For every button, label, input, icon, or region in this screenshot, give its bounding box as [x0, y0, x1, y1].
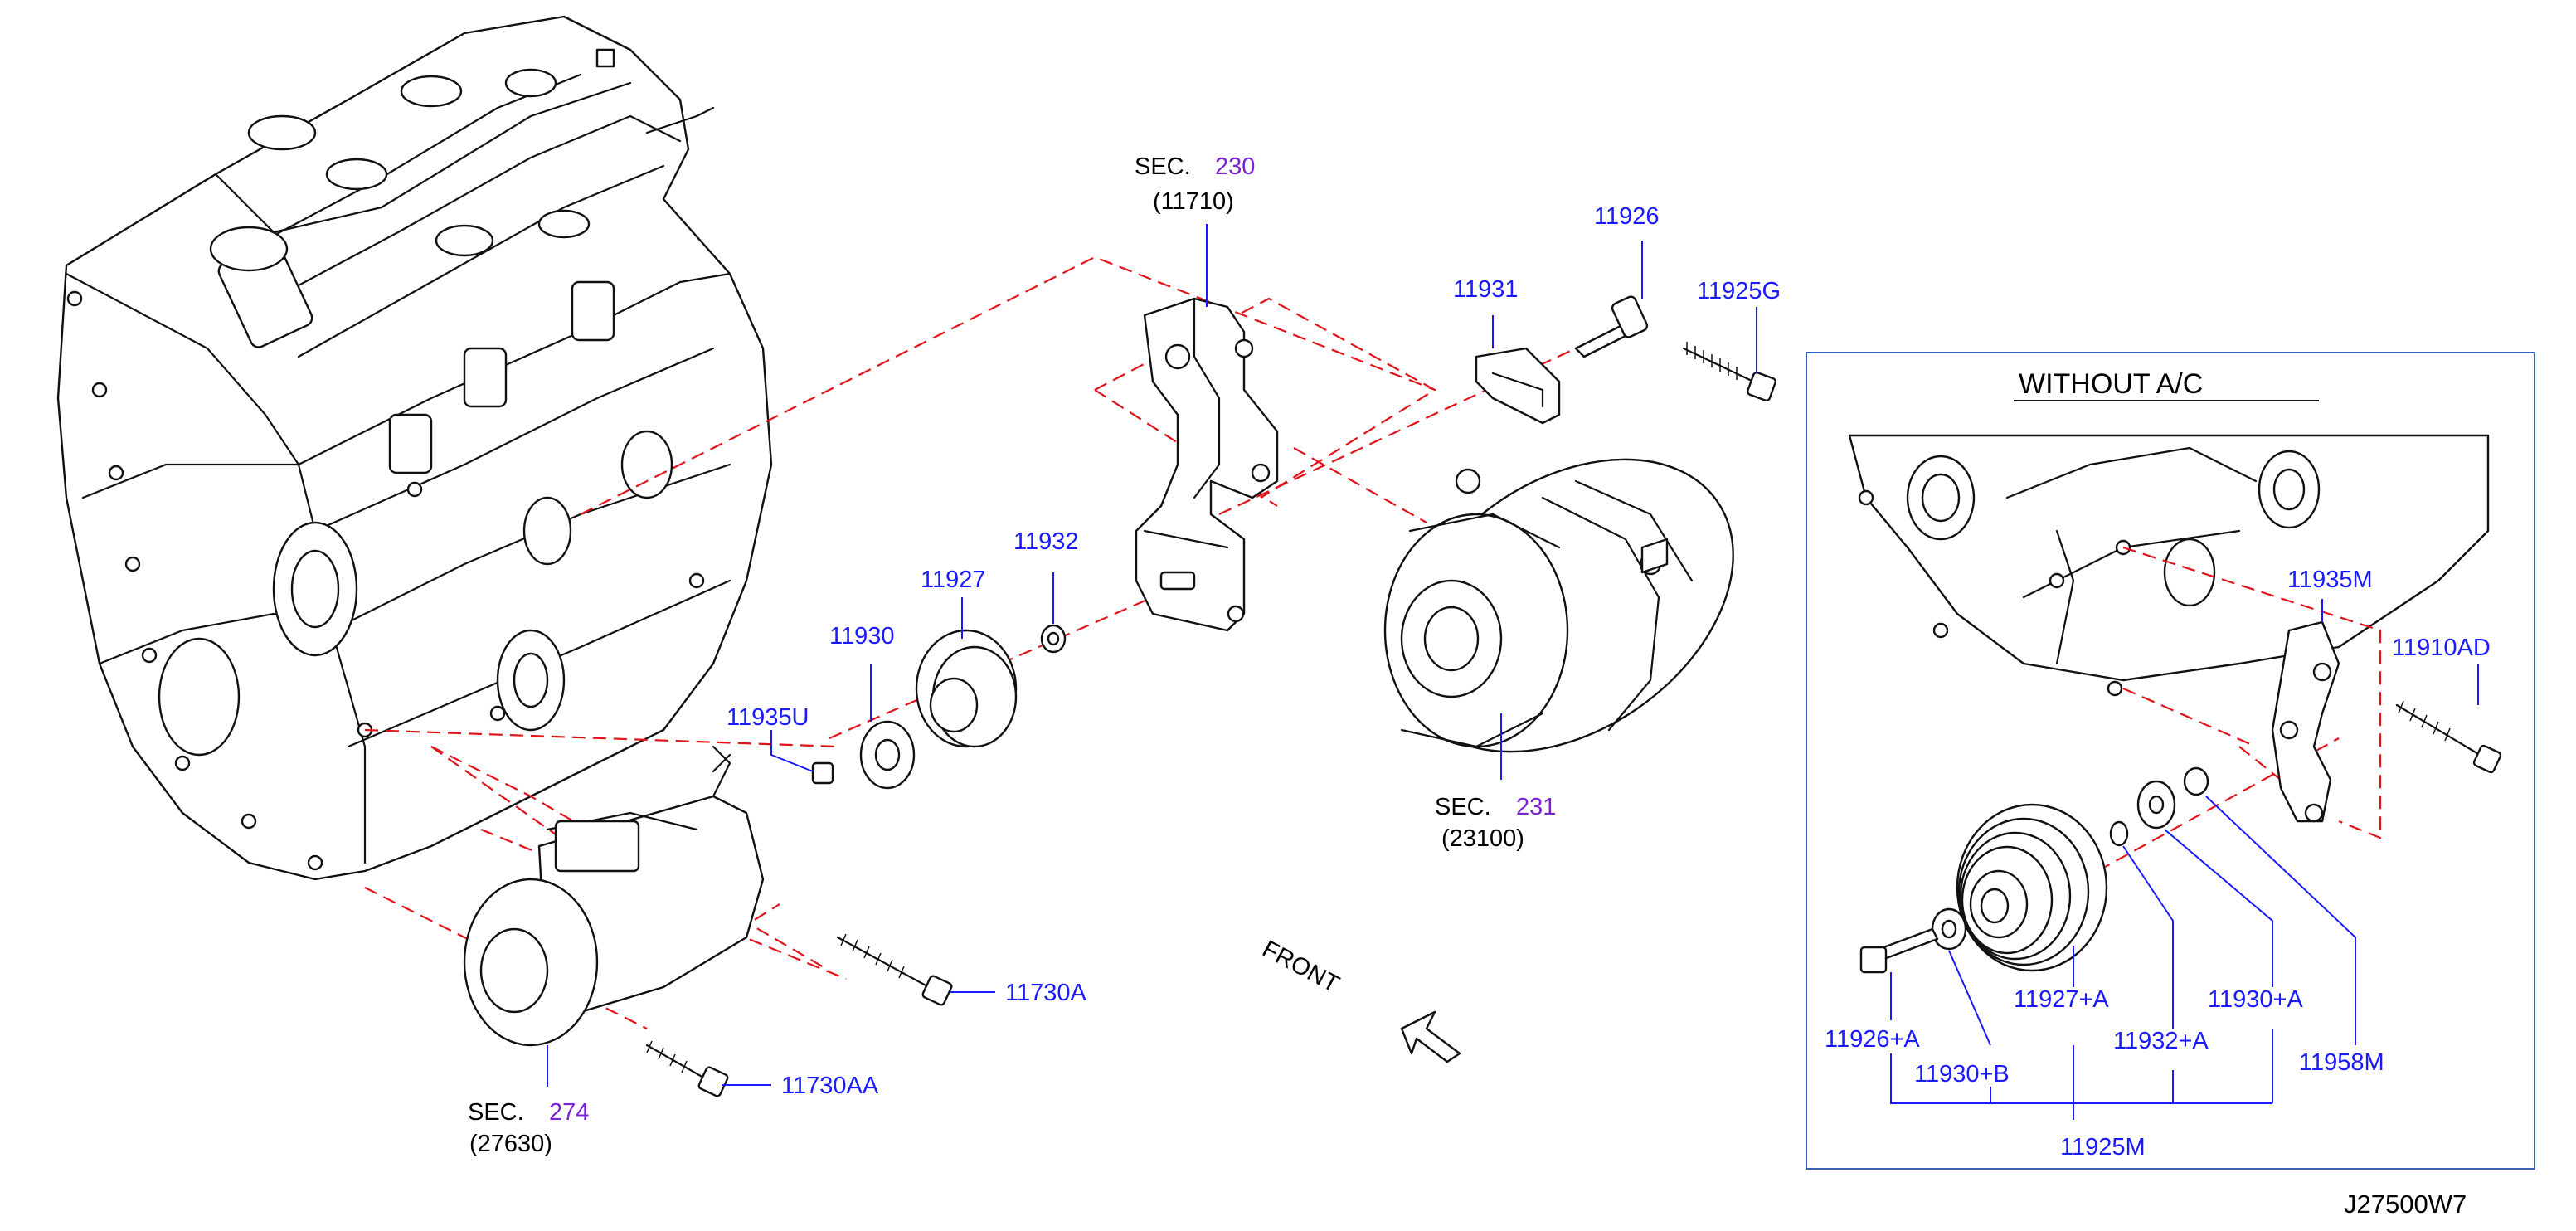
- inset-washer-11932A-drawing: [2109, 820, 2129, 847]
- part-11935U[interactable]: 11935U: [727, 704, 809, 731]
- sec230-number[interactable]: 230: [1215, 153, 1255, 180]
- sec274-number[interactable]: 274: [549, 1099, 589, 1126]
- part-11910AD[interactable]: 11910AD: [2392, 635, 2491, 661]
- part-11930[interactable]: 11930: [829, 623, 895, 650]
- inset-bracket-drawing: [2271, 620, 2340, 823]
- plate-11931-drawing: [1475, 347, 1561, 425]
- inset-bolt-11926A-drawing: [1859, 927, 1939, 974]
- bolt-11926-drawing: [1574, 295, 1649, 358]
- sec231-code: (23100): [1441, 825, 1524, 852]
- part-11730A[interactable]: 11730A: [1005, 980, 1086, 1006]
- ac-compressor-drawing: [463, 745, 765, 1047]
- diagram-id: J27500W7: [2344, 1190, 2467, 1219]
- sec230-label: SEC.: [1135, 153, 1191, 180]
- bolt-11730AA-drawing: [645, 1040, 729, 1097]
- sec230-code: (11710): [1153, 188, 1234, 215]
- part-11925G[interactable]: 11925G: [1697, 278, 1781, 304]
- inset-without-ac: [1806, 352, 2535, 1170]
- engine-block-drawing: [56, 15, 773, 881]
- part-11932[interactable]: 11932: [1013, 528, 1079, 555]
- front-arrow-icon: [1400, 1010, 1461, 1063]
- leader-lines: [547, 224, 1757, 1087]
- sec274-code: (27630): [469, 1131, 552, 1157]
- inset-bolt-11910AD-drawing: [2395, 700, 2502, 774]
- part-11935M[interactable]: 11935M: [2287, 567, 2373, 593]
- alternator-bracket-drawing: [1135, 297, 1279, 632]
- inset-washer-11958M-drawing: [2183, 766, 2209, 796]
- inset-title: WITHOUT A/C: [2019, 368, 2203, 400]
- bolt-11730A-drawing: [836, 933, 953, 1006]
- part-11926[interactable]: 11926: [1594, 203, 1660, 230]
- inset-pulley-drawing: [1956, 803, 2108, 972]
- inset-engine-drawing: [1848, 434, 2490, 697]
- part-11925M[interactable]: 11925M: [2060, 1134, 2146, 1160]
- idler-pulley-drawing: [811, 624, 1067, 790]
- part-11930B[interactable]: 11930+B: [1914, 1061, 2010, 1087]
- bolt-11925G-drawing: [1682, 342, 1777, 402]
- part-11926A[interactable]: 11926+A: [1825, 1026, 1920, 1053]
- front-label: FRONT: [1258, 936, 1344, 998]
- sec231-label: SEC.: [1435, 794, 1491, 820]
- labels: SEC. 230 (11710) 11926 11931 11925G 1193…: [468, 153, 2491, 1219]
- part-11927[interactable]: 11927: [921, 567, 986, 593]
- part-11932A[interactable]: 11932+A: [2113, 1028, 2209, 1054]
- part-11958M[interactable]: 11958M: [2299, 1049, 2384, 1076]
- part-11930A[interactable]: 11930+A: [2208, 986, 2303, 1013]
- part-11927A[interactable]: 11927+A: [2014, 986, 2109, 1013]
- part-11730AA[interactable]: 11730AA: [781, 1073, 879, 1099]
- part-11931[interactable]: 11931: [1453, 276, 1519, 303]
- sec274-label: SEC.: [468, 1099, 524, 1126]
- sec231-number[interactable]: 231: [1516, 794, 1556, 820]
- alternator-drawing: [1383, 458, 1734, 753]
